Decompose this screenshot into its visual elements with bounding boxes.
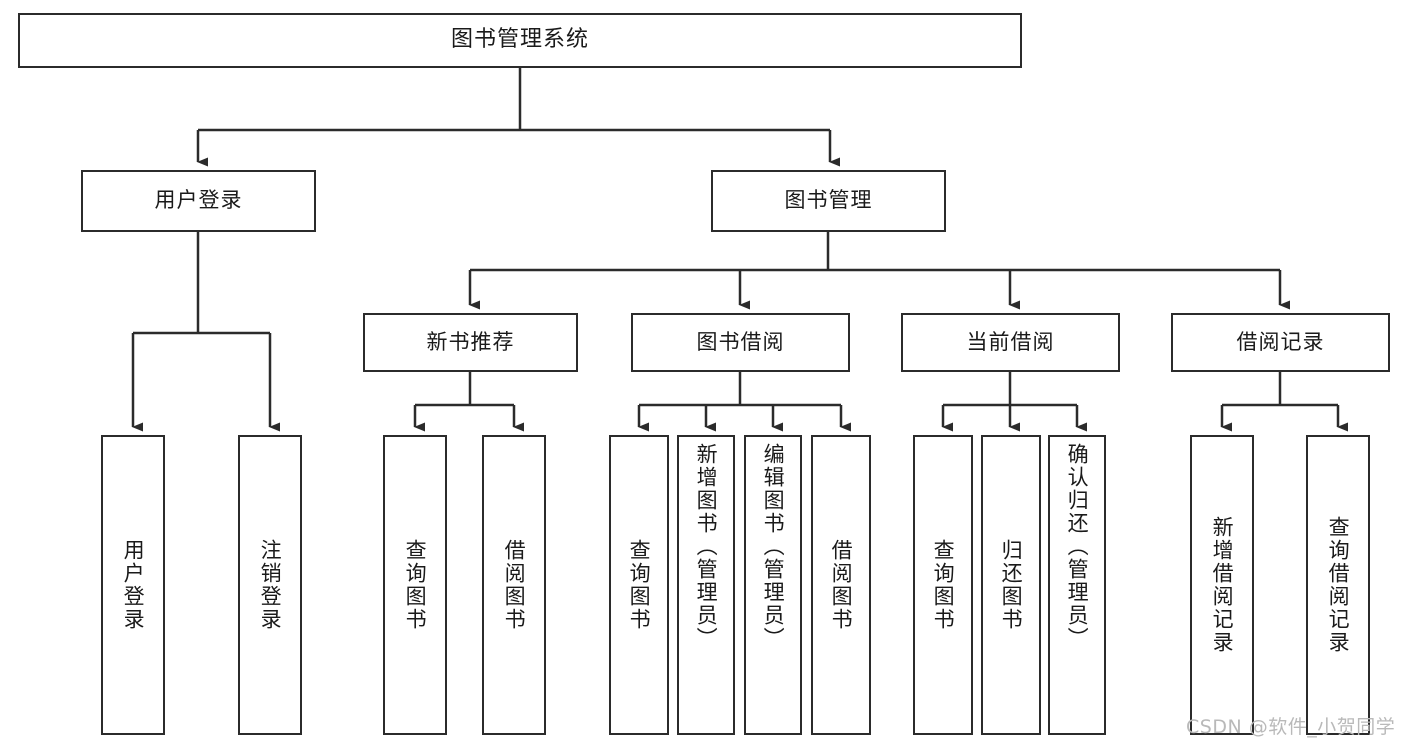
leaf-label: 查询借阅记录 (1326, 516, 1351, 654)
node-new-book-recommend[interactable]: 新书推荐 (363, 313, 578, 372)
leaf-label: 新增借阅记录 (1210, 516, 1235, 654)
node-book-management[interactable]: 图书管理 (711, 170, 946, 232)
leaf-label: 查询图书 (627, 539, 652, 631)
leaf-query-book-recommend[interactable]: 查询图书 (383, 435, 447, 735)
csdn-watermark: CSDN @软件_小贺同学 (1186, 716, 1396, 738)
node-label: 借阅记录 (1236, 329, 1325, 354)
node-label: 当前借阅 (966, 329, 1055, 354)
leaf-label: 编辑图书（管理员） (761, 443, 786, 650)
node-user-login[interactable]: 用户登录 (81, 170, 316, 232)
node-borrow-record[interactable]: 借阅记录 (1171, 313, 1390, 372)
leaf-query-book-borrow[interactable]: 查询图书 (609, 435, 669, 735)
leaf-label: 查询图书 (931, 539, 956, 631)
leaf-query-borrow-record[interactable]: 查询借阅记录 (1306, 435, 1370, 735)
leaf-add-book-admin[interactable]: 新增图书（管理员） (677, 435, 735, 735)
node-book-borrow[interactable]: 图书借阅 (631, 313, 850, 372)
leaf-label: 注销登录 (258, 539, 283, 631)
leaf-return-book[interactable]: 归还图书 (981, 435, 1041, 735)
node-label: 用户登录 (154, 188, 243, 213)
node-label: 图书借阅 (696, 329, 785, 354)
leaf-confirm-return-admin[interactable]: 确认归还（管理员） (1048, 435, 1106, 735)
leaf-label: 用户登录 (121, 539, 146, 631)
leaf-label: 归还图书 (999, 539, 1024, 631)
node-label: 新书推荐 (426, 329, 515, 354)
node-label: 图书管理 (784, 188, 873, 213)
leaf-label: 新增图书（管理员） (694, 443, 719, 650)
leaf-query-book-current[interactable]: 查询图书 (913, 435, 973, 735)
leaf-label: 借阅图书 (829, 539, 854, 631)
leaf-edit-book-admin[interactable]: 编辑图书（管理员） (744, 435, 802, 735)
node-current-borrow[interactable]: 当前借阅 (901, 313, 1120, 372)
leaf-label: 查询图书 (403, 539, 428, 631)
leaf-label: 借阅图书 (502, 539, 527, 631)
node-label: 图书管理系统 (450, 27, 589, 53)
leaf-user-login[interactable]: 用户登录 (101, 435, 165, 735)
leaf-add-borrow-record[interactable]: 新增借阅记录 (1190, 435, 1254, 735)
leaf-logout[interactable]: 注销登录 (238, 435, 302, 735)
node-root-system[interactable]: 图书管理系统 (18, 13, 1022, 68)
leaf-borrow-book[interactable]: 借阅图书 (811, 435, 871, 735)
leaf-borrow-book-recommend[interactable]: 借阅图书 (482, 435, 546, 735)
leaf-label: 确认归还（管理员） (1065, 443, 1090, 650)
